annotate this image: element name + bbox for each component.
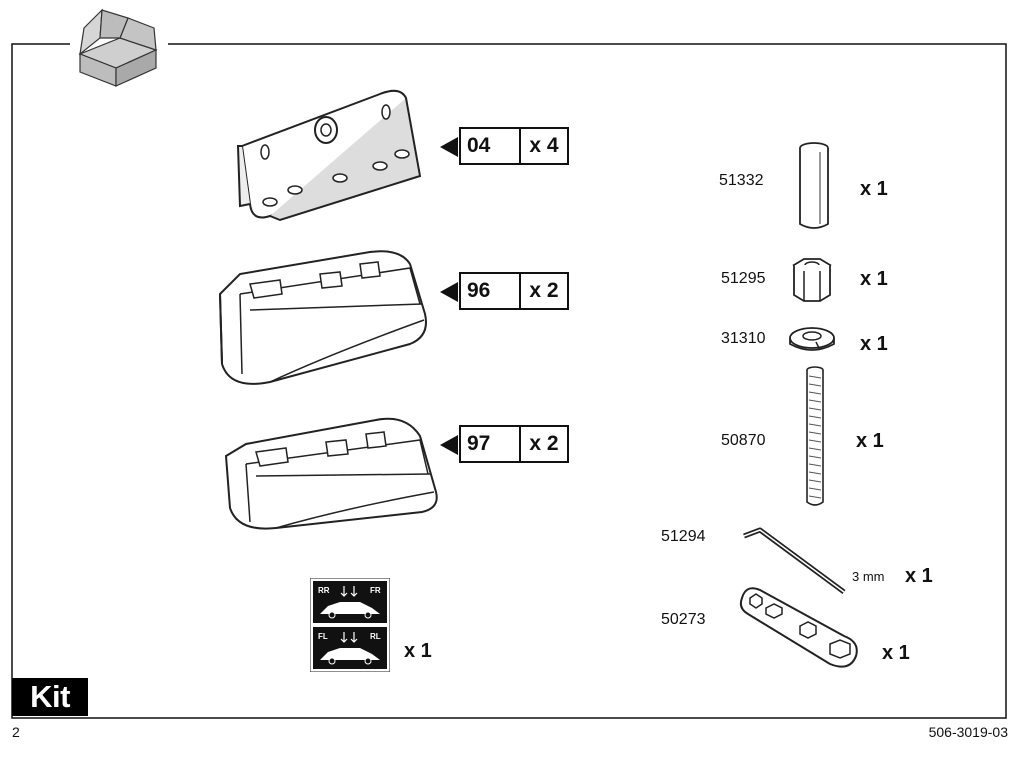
rubber-pad-96-icon — [218, 250, 427, 385]
part-count: x 1 — [856, 430, 884, 452]
position-sticker-icon: RR FR FL RL — [310, 578, 390, 672]
section-label: Kit — [12, 678, 88, 716]
part-code-box: 97 x 2 — [459, 425, 569, 463]
allen-key-icon — [743, 527, 846, 595]
sticker-label-rl: RL — [370, 632, 381, 641]
open-box-icon — [78, 8, 158, 87]
sticker-label-fr: FR — [370, 586, 381, 595]
part-number: 51295 — [721, 270, 766, 287]
part-code: 04 — [461, 129, 521, 163]
part-number: 50273 — [661, 611, 706, 628]
rubber-pad-97-icon — [224, 417, 438, 530]
lock-washer-icon — [789, 327, 835, 351]
part-number: 51332 — [719, 172, 764, 189]
part-count: x 1 — [860, 333, 888, 355]
flat-wrench-icon — [739, 587, 858, 668]
part-number: 51294 — [661, 528, 706, 545]
part-code-box: 96 x 2 — [459, 272, 569, 310]
part-count: x 1 — [860, 268, 888, 290]
part-code: 96 — [461, 274, 521, 308]
sticker-count: x 1 — [404, 640, 432, 662]
spacer-tube-icon — [799, 142, 829, 229]
part-number: 50870 — [721, 432, 766, 449]
page-number: 2 — [12, 724, 20, 740]
pointer-arrow-icon — [440, 435, 458, 455]
threaded-rod-icon — [806, 366, 824, 506]
sticker-label-rr: RR — [318, 586, 330, 595]
part-count: x 4 — [529, 134, 559, 157]
part-count: x 1 — [905, 565, 933, 587]
mounting-plate-icon — [236, 89, 422, 222]
hex-nut-icon — [792, 258, 832, 302]
part-code-box: 04 x 4 — [459, 127, 569, 165]
part-count: x 2 — [529, 432, 559, 455]
part-count: x 1 — [860, 178, 888, 200]
part-count: x 2 — [529, 279, 559, 302]
tool-size: 3 mm — [852, 569, 885, 584]
part-count: x 1 — [882, 642, 910, 664]
document-code: 506-3019-03 — [928, 724, 1008, 740]
pointer-arrow-icon — [440, 137, 458, 157]
part-code: 97 — [461, 427, 521, 461]
pointer-arrow-icon — [440, 282, 458, 302]
sticker-label-fl: FL — [318, 632, 328, 641]
part-number: 31310 — [721, 330, 766, 347]
